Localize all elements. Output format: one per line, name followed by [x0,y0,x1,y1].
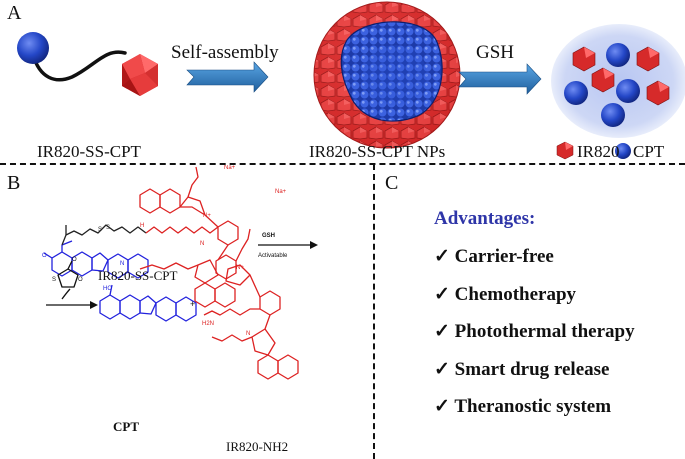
legend-cpt-label: CPT [633,142,665,161]
released-drugs-illustration [551,24,685,138]
gsh-arrow-icon [458,63,542,95]
panel-c-label: C [385,172,399,194]
svg-text:N: N [200,241,204,247]
svg-text:O: O [196,165,201,167]
svg-text:H2N: H2N [202,321,214,327]
svg-text:Na+: Na+ [224,165,236,171]
svg-text:O: O [42,253,47,259]
self-assembly-arrow-icon [186,61,269,93]
advantage-item: ✓ Photothermal therapy [434,321,635,342]
svg-text:S: S [106,225,110,231]
panel-b-label: B [7,172,21,194]
legend-cpt-icon [615,143,631,159]
nanoparticle-illustration [313,1,461,149]
svg-text:O: O [72,257,77,263]
svg-text:S: S [52,277,56,283]
ir820-nh2-product [203,228,299,380]
prodrug-ir820-moiety [139,166,239,308]
vertical-divider [373,164,375,459]
molecule-illustration [17,32,158,96]
ir820-icosahedron-icon [122,54,158,96]
reaction-scheme: O Na+ N+ N H S S N O GSH Activatable S O… [42,165,318,380]
svg-text:Activatable: Activatable [258,253,288,259]
compound-label-ir820-nh2: IR820-NH2 [226,439,289,454]
cpt-sphere-icon [17,32,49,64]
svg-text:O: O [78,277,83,283]
advantage-item: ✓ Theranostic system [434,396,612,417]
legend-ir820-icon [556,141,574,160]
self-assembly-label: Self-assembly [171,42,279,63]
svg-text:GSH: GSH [262,233,275,239]
svg-text:Na+: Na+ [275,189,287,195]
legend-ir820-label: IR820 [577,142,620,161]
byproduct-thiolactone [46,260,92,306]
svg-text:H: H [140,223,144,229]
svg-text:S: S [98,227,102,233]
prodrug-cpt-moiety [43,240,149,279]
disulfide-linker [61,224,147,246]
panel-a-graphics [17,1,685,160]
compound-label-ir820-ss-cpt: IR820-SS-CPT [98,268,178,283]
advantage-item: ✓ Smart drug release [434,359,610,380]
svg-text:N+: N+ [203,213,211,219]
advantage-item: ✓ Chemotherapy [434,284,577,305]
advantage-item: ✓ Carrier-free [434,246,554,267]
gsh-label: GSH [476,42,515,63]
caption-ir820-ss-cpt: IR820-SS-CPT [37,142,141,161]
horizontal-divider [0,163,685,165]
svg-text:HO: HO [103,286,112,292]
cpt-product [99,284,197,322]
advantages-title: Advantages: [434,208,536,229]
caption-nanoparticles: IR820-SS-CPT NPs [309,142,446,161]
svg-text:N: N [246,331,250,337]
svg-text:+: + [190,299,195,309]
panel-a-label: A [7,2,22,24]
svg-text:N+: N+ [236,265,244,271]
svg-text:N: N [120,261,124,267]
compound-label-cpt: CPT [113,419,139,434]
